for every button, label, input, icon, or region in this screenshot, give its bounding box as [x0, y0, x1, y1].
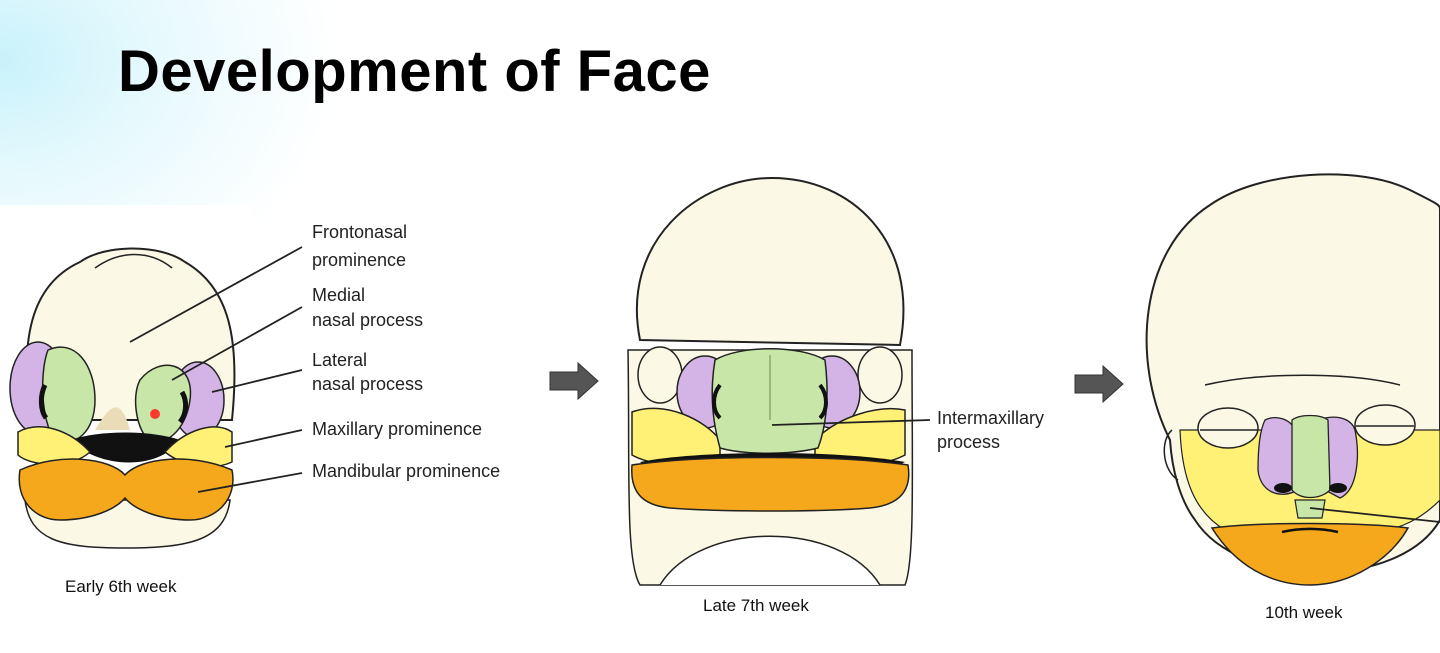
embryo-late-7th-week — [627, 176, 931, 586]
label-frontonasal-1: Frontonasal — [312, 222, 407, 242]
arrow-icon — [1074, 364, 1124, 404]
page-title: Development of Face — [118, 39, 711, 104]
arrow-icon — [549, 361, 599, 401]
caption-10th-week: 10th week — [1265, 603, 1343, 622]
label-medial-nasal-1: Medial — [312, 285, 365, 305]
label-lateral-nasal-1: Lateral — [312, 350, 367, 370]
caption-early-6th-week: Early 6th week — [65, 577, 177, 596]
label-intermaxillary-2: process — [937, 432, 1000, 452]
label-frontonasal-2: prominence — [312, 250, 406, 270]
embryo-early-6th-week — [0, 205, 303, 605]
label-maxillary: Maxillary prominence — [312, 419, 482, 439]
embryo-10th-week — [1145, 173, 1440, 586]
label-mandibular: Mandibular prominence — [312, 461, 500, 481]
label-medial-nasal-2: nasal process — [312, 310, 423, 330]
caption-late-7th-week: Late 7th week — [703, 596, 809, 615]
label-intermaxillary-1: Intermaxillary — [937, 408, 1044, 428]
label-lateral-nasal-2: nasal process — [312, 374, 423, 394]
